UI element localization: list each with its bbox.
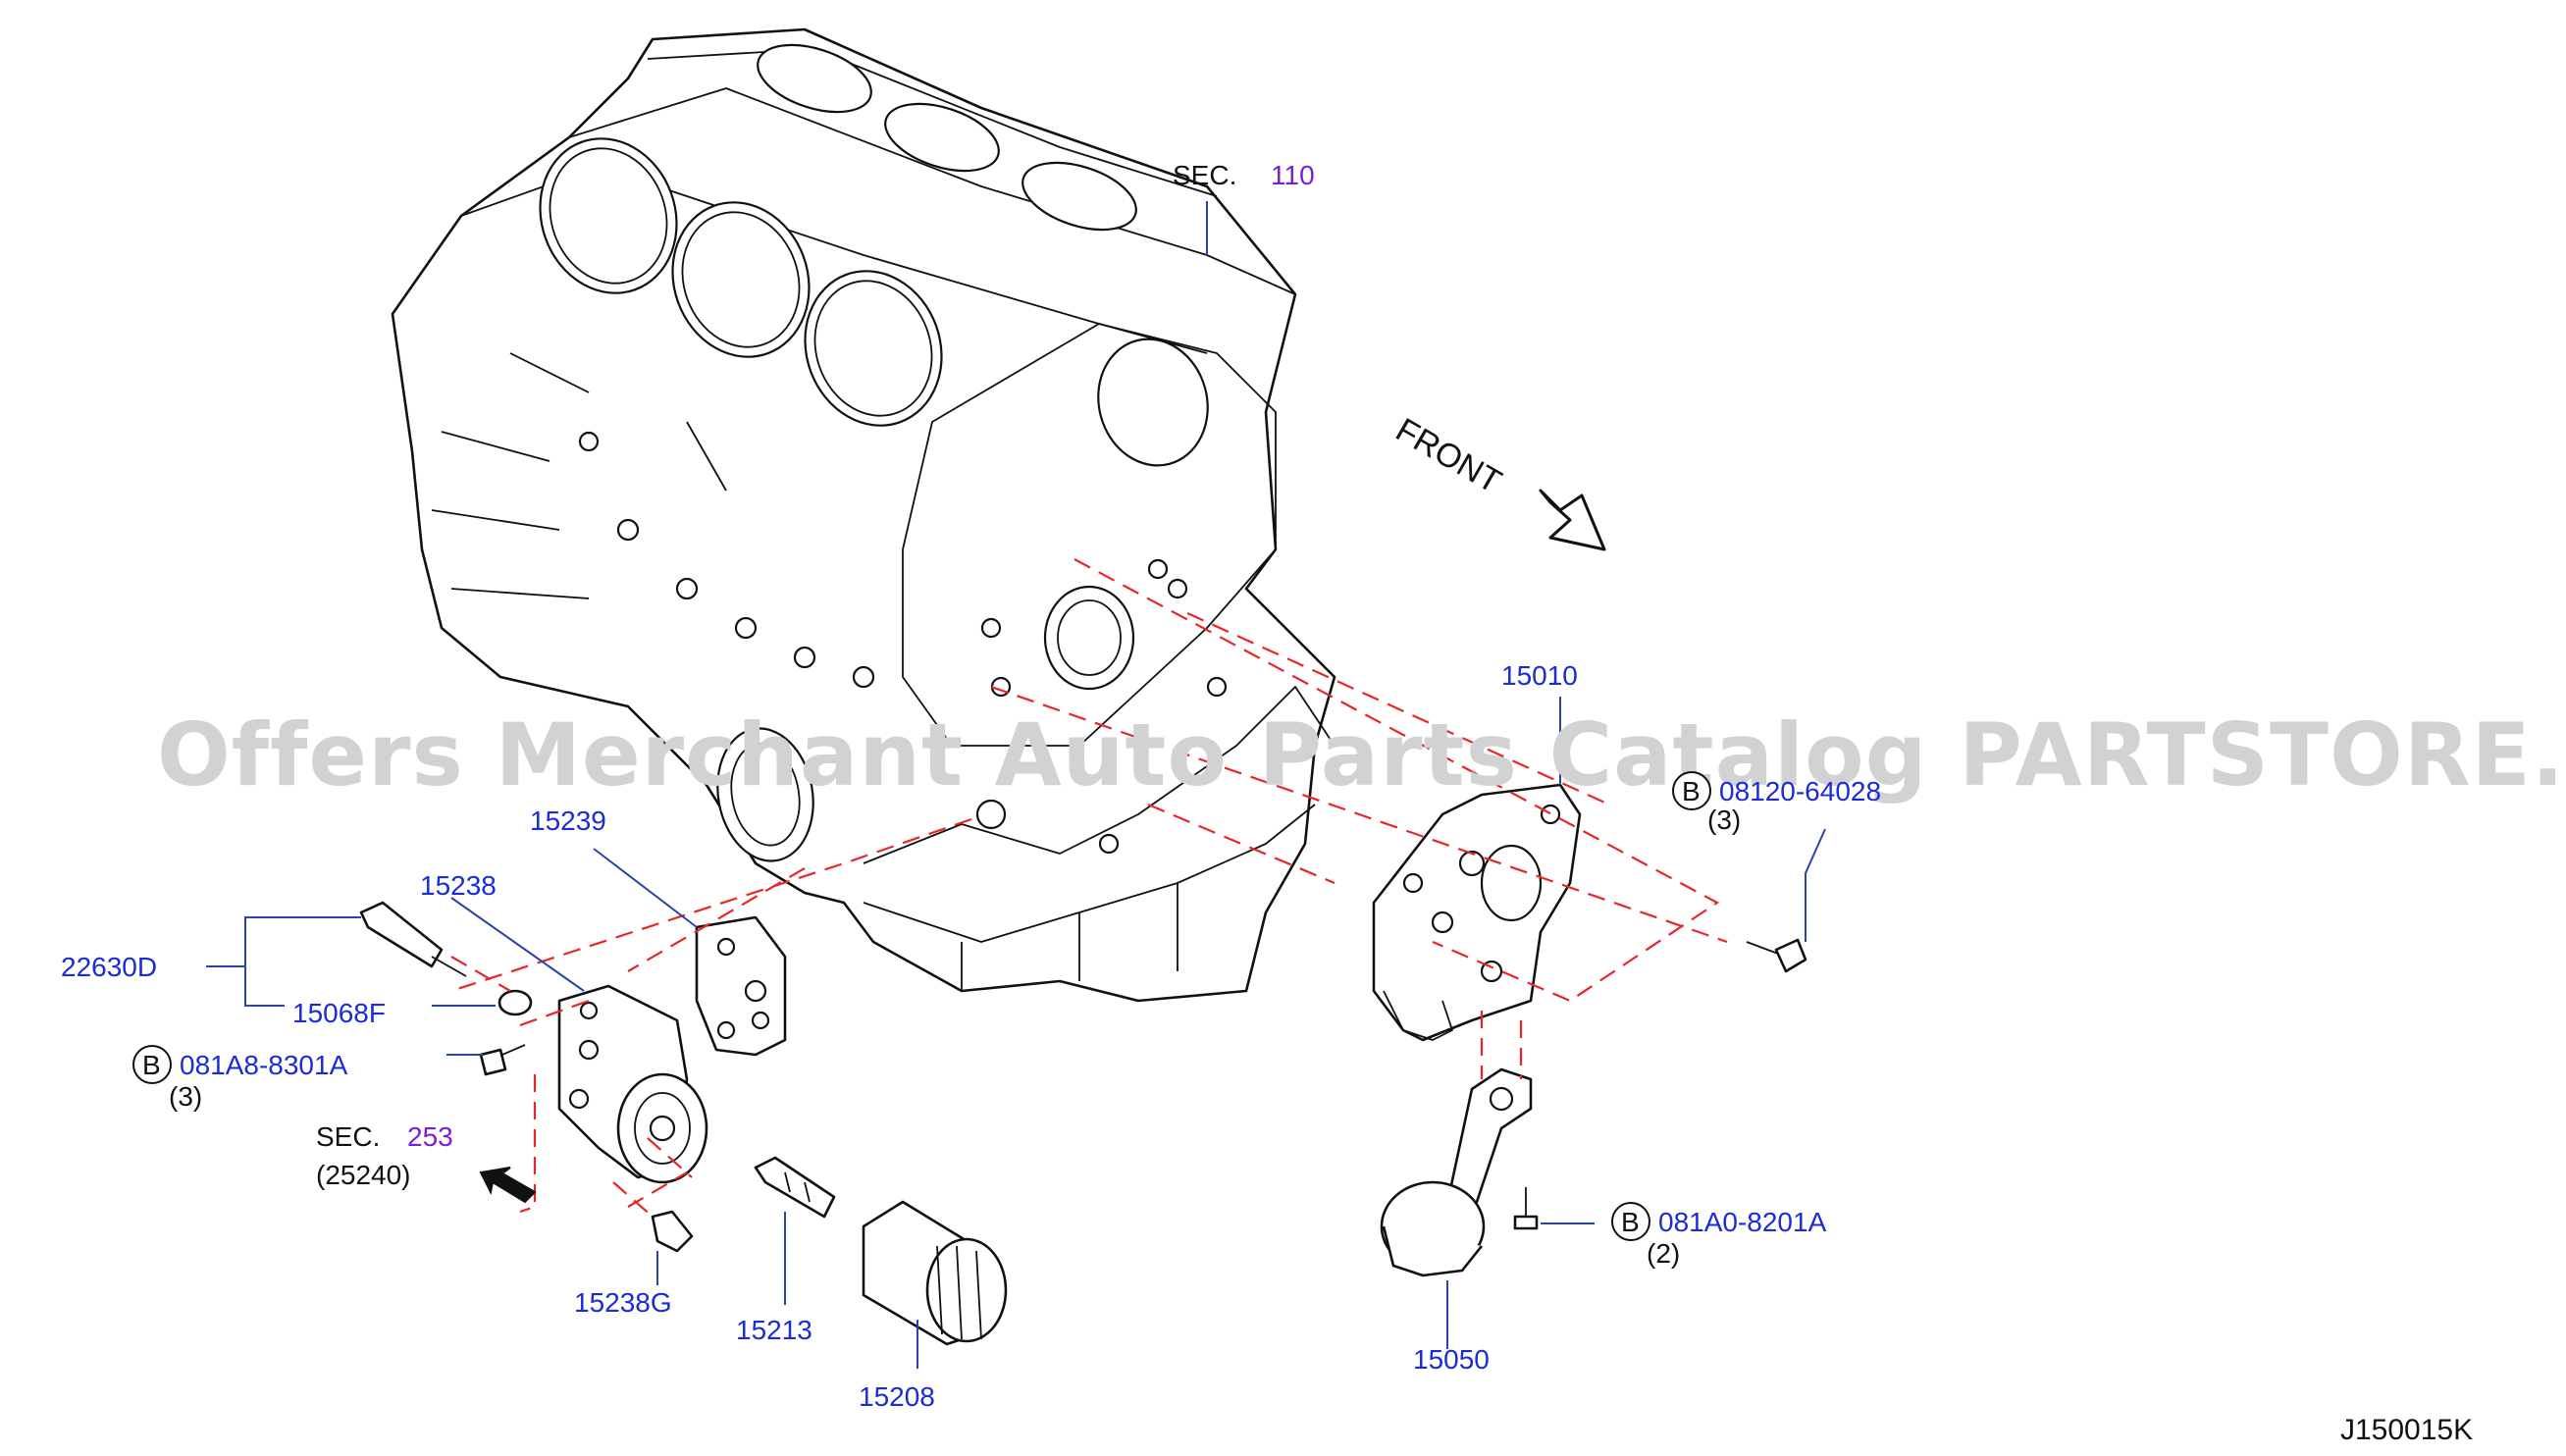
section-110-link[interactable]: 110 [1271,160,1315,190]
bolt-marker-b: B [1682,776,1701,806]
gasket-15239-illustration[interactable] [695,915,787,1057]
part-label-15239[interactable]: 15239 [530,806,606,836]
bolt-marker-b: B [1621,1207,1640,1237]
part-label-15213[interactable]: 15213 [736,1315,812,1345]
bolt-qty: (3) [1707,805,1741,835]
oil-filter-bracket-illustration[interactable] [557,984,708,1184]
oil-pump-illustration[interactable] [1372,783,1582,1042]
front-label: FRONT [1389,411,1507,500]
part-label-15208[interactable]: 15208 [859,1381,935,1412]
bolt-code-081A0-8201A[interactable]: 081A0-8201A [1658,1207,1827,1237]
bolt-callout-081A0-8201A[interactable]: B 081A0-8201A (2) [1611,1202,1827,1269]
bolt-qty: (3) [169,1081,202,1112]
direction-arrow-icon [479,1167,537,1204]
section-253-sub: (25240) [316,1160,411,1190]
section-253-link[interactable]: 253 [407,1121,453,1152]
bolt-code-081A8-8301A[interactable]: 081A8-8301A [180,1050,348,1080]
engine-block-illustration [391,27,1336,1003]
bolt-qty: (2) [1647,1238,1680,1269]
section-253-prefix: SEC. [316,1121,380,1152]
part-label-22630D[interactable]: 22630D [61,952,157,982]
relief-valve-15213-illustration[interactable] [754,1156,836,1219]
part-label-15010[interactable]: 15010 [1501,660,1578,691]
part-label-15050[interactable]: 15050 [1413,1344,1490,1375]
part-label-15238[interactable]: 15238 [420,870,497,901]
bolt-marker-b: B [142,1050,161,1080]
bolt-08120-64028-illustration [1746,938,1807,973]
leader-lines [206,201,1826,1369]
assembly-guide-lines [450,558,1728,1218]
watermark-text: Offers Merchant Auto Parts Catalog PARTS… [157,704,2566,806]
bolt-callout-081A8-8301A[interactable]: B 081A8-8301A (3) [132,1045,348,1112]
bolt-081A0-8201A-illustration [1513,1187,1539,1230]
plug-15238G-illustration[interactable] [651,1210,694,1253]
section-110-prefix: SEC. [1173,160,1236,190]
bolt-081A8-8301A-illustration [479,1044,526,1076]
oil-filter-15208-illustration[interactable] [862,1200,1008,1346]
figure-code: J150015K [2340,1414,2473,1446]
part-label-15068F[interactable]: 15068F [292,998,386,1028]
oil-pressure-switch-illustration[interactable] [359,901,467,977]
front-arrow-icon [1539,489,1606,551]
oil-strainer-illustration[interactable] [1380,1067,1533,1277]
part-label-15238G[interactable]: 15238G [574,1287,672,1318]
bolt-code-08120-64028[interactable]: 08120-64028 [1719,776,1881,806]
bolt-callout-08120-64028[interactable]: B 08120-64028 (3) [1672,771,1881,835]
washer-15068F-illustration[interactable] [497,989,533,1016]
